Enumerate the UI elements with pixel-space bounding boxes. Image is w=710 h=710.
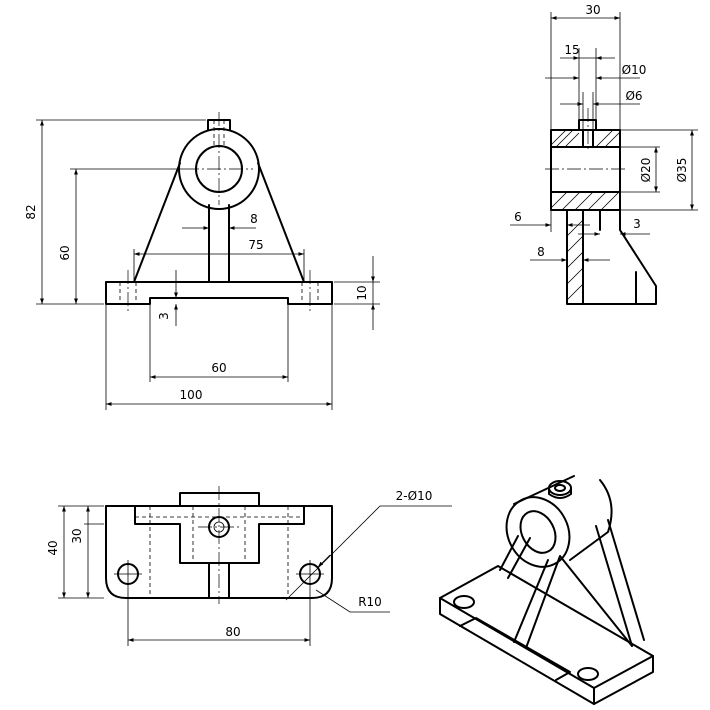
side-view: 30 15 Ø10 Ø6 Ø20 Ø35 6 8 [510,3,698,305]
side-top-boss [578,119,597,131]
side-hatching [550,129,621,301]
leader-fillet [315,589,390,613]
dim-75: 75 [248,238,263,252]
dim-30-side: 30 [585,3,600,17]
dim-100: 100 [180,388,203,402]
iso-base-top [439,565,654,689]
front-rib-right [257,162,305,283]
iso-cylinder-bore [519,510,557,554]
dim-60-horiz: 60 [211,361,226,375]
dim-6-side: 6 [514,210,522,224]
top-view: 40 30 80 2-Ø10 R10 [46,486,452,646]
dim-dia6: Ø6 [625,89,642,103]
front-rib-left [133,162,181,283]
iso-base-recess [459,617,571,681]
top-base-outline [105,505,333,599]
iso-top-hole [554,484,566,492]
isometric-view [439,475,654,705]
dim-dia20: Ø20 [639,158,653,183]
dim-dia10: Ø10 [622,63,647,77]
dim-82: 82 [24,204,38,219]
dim-8-front: 8 [250,212,258,226]
iso-rib-right [595,519,645,647]
dim-3-front: 3 [157,312,171,320]
dim-8-side: 8 [537,245,545,259]
dim-dia35: Ø35 [675,158,689,183]
iso-cylinder-front [505,496,571,568]
top-cylinder-outline [134,505,305,564]
dim-60-vert: 60 [58,245,72,260]
callout-2-dia10: 2-Ø10 [396,489,433,503]
iso-hole-left [453,595,475,609]
dim-15: 15 [564,43,579,57]
iso-web [513,555,633,661]
top-cylinder-top [179,492,260,507]
callout-r10: R10 [358,595,382,609]
dim-40: 40 [46,540,60,555]
dim-80: 80 [225,625,240,639]
front-web [208,204,230,283]
dim-3-side: 3 [633,217,641,231]
dim-30-top: 30 [70,528,84,543]
side-cylinder-block [550,129,621,211]
iso-hole-right [577,667,599,681]
front-base-plate [105,281,333,305]
dim-10: 10 [355,285,369,300]
front-view: 82 60 8 75 10 3 60 100 [24,112,380,410]
iso-top-boss-side [548,487,572,499]
side-web-base [566,209,657,305]
iso-base-sides [439,597,654,705]
leader-holes [285,505,452,601]
